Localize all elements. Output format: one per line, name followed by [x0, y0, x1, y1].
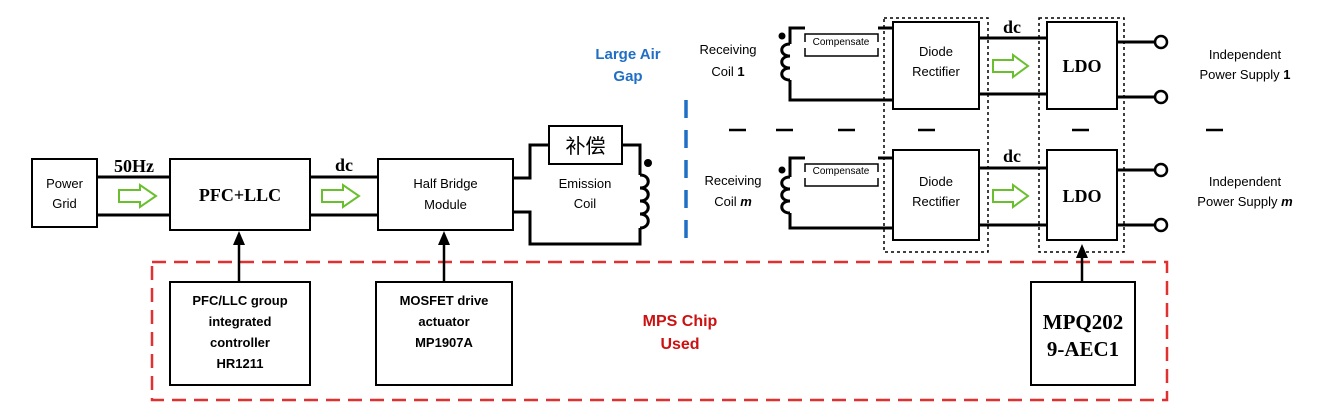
mpq2029-chip-block	[1030, 281, 1136, 386]
supply-1-label-2: Power Supply 1	[1199, 67, 1290, 82]
hr1211-label-1: PFC/LLC group	[192, 293, 287, 308]
emission-coil-label-2: Coil	[574, 196, 597, 211]
receiving-coil-1-dot	[778, 32, 786, 40]
compensate-m-bracket	[804, 163, 879, 172]
tx-top-wire	[513, 143, 549, 180]
power-grid-label-1: Power	[46, 176, 84, 191]
control-arrow-mp1907a	[438, 231, 450, 282]
ldo-1-label: LDO	[1062, 56, 1101, 76]
pfc-llc-label: PFC+LLC	[199, 185, 281, 205]
control-arrow-hr1211	[233, 231, 245, 282]
tx-bottom-wire	[513, 210, 642, 246]
half-bridge-block	[377, 158, 514, 231]
hr1211-label-2: integrated	[209, 314, 272, 329]
emission-coil-label-1: Emission	[559, 176, 612, 191]
output-terminal-ma	[1153, 162, 1169, 178]
output-terminal-mb	[1153, 217, 1169, 233]
emission-coil-icon	[639, 173, 650, 230]
air-gap-label-1: Large Air	[595, 46, 660, 63]
power-grid-label-2: Grid	[52, 196, 77, 211]
arrow-rectm-to-ldom	[992, 183, 1030, 209]
compensate-m-label: Compensate	[813, 166, 870, 177]
mps-chip-label-2: Used	[660, 336, 699, 353]
mps-chip-label-1: MPS Chip	[643, 313, 718, 330]
compensation-cn-label: 补偿	[566, 135, 606, 158]
dc-signal-label-main: dc	[335, 155, 353, 175]
coil-polarity-dot	[644, 159, 652, 167]
output-terminal-1b	[1153, 89, 1169, 105]
ldo-m-label: LDO	[1062, 186, 1101, 206]
mp1907a-chip-block	[375, 281, 513, 386]
pfc-llc-block	[169, 158, 311, 231]
output-terminal-1a	[1153, 34, 1169, 50]
half-bridge-label-1: Half Bridge	[413, 176, 477, 191]
tx-top-wire-2	[622, 143, 642, 175]
hr1211-label-3: controller	[210, 335, 270, 350]
arrow-pfc-to-halfbridge	[321, 183, 361, 209]
mp1907a-label-3: MP1907A	[415, 335, 473, 350]
mpq2029-label-1: MPQ202	[1043, 310, 1123, 334]
diode-rectifier-m-block	[892, 149, 980, 241]
air-gap-label-2: Gap	[613, 68, 642, 85]
supply-m-label-1: Independent	[1209, 174, 1282, 189]
receiving-coil-m-label-2: Coil m	[714, 194, 752, 209]
arrow-grid-to-pfc	[118, 183, 158, 209]
hr1211-label-4: HR1211	[217, 356, 264, 371]
mp1907a-label-1: MOSFET drive	[400, 293, 489, 308]
diode-rectifier-1-block	[892, 21, 980, 110]
mps-region-border	[150, 260, 1169, 402]
power-grid-block	[31, 158, 98, 228]
compensation-cn-block	[548, 125, 623, 165]
receiving-coil-1-label-1: Receiving	[699, 42, 756, 57]
dc-signal-label-m: dc	[1003, 146, 1021, 166]
compensate-1-bracket	[804, 33, 879, 42]
diode-rectifier-1-label-1: Diode	[919, 44, 953, 59]
supply-1-label-1: Independent	[1209, 47, 1282, 62]
half-bridge-label-2: Module	[424, 197, 467, 212]
receiving-coil-1-icon	[780, 42, 791, 82]
diode-rectifier-m-label-2: Rectifier	[912, 194, 960, 209]
rectifier-group-box	[883, 17, 989, 253]
receiving-coil-1-label-2: Coil 1	[711, 64, 744, 79]
ldo-m-block	[1046, 149, 1118, 241]
mpq2029-label-2: 9-AEC1	[1047, 337, 1119, 361]
arrow-rect1-to-ldo1	[992, 53, 1030, 79]
ldo-1-block	[1046, 21, 1118, 110]
supply-m-label-2: Power Supply m	[1197, 194, 1293, 209]
mp1907a-label-2: actuator	[418, 314, 469, 329]
diode-rectifier-m-label-1: Diode	[919, 174, 953, 189]
compensate-1-label: Compensate	[813, 37, 870, 48]
hr1211-chip-block	[169, 281, 311, 386]
hz-signal-label: 50Hz	[114, 156, 154, 176]
diode-rectifier-1-label-2: Rectifier	[912, 64, 960, 79]
receiving-coil-m-icon	[780, 175, 791, 215]
receiving-coil-m-dot	[778, 166, 786, 174]
receiving-coil-m-label-1: Receiving	[704, 173, 761, 188]
control-arrow-mpq2029	[1076, 244, 1088, 282]
dc-signal-label-1: dc	[1003, 17, 1021, 37]
